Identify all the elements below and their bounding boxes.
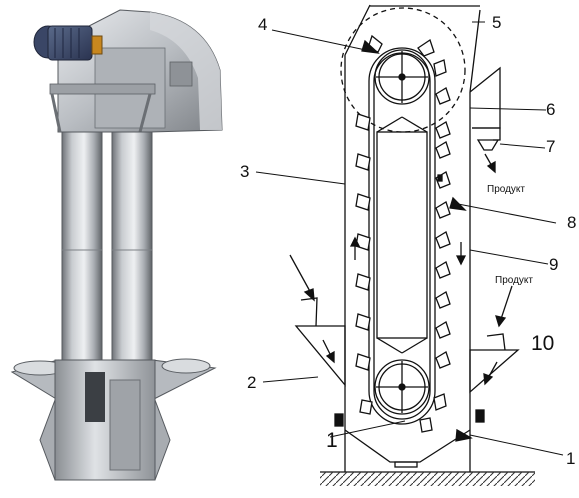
callout-2: 2: [247, 373, 256, 392]
callout-leaders: [255, 21, 564, 456]
belt-direction-arrows: [349, 236, 467, 266]
buckets-left: [355, 34, 383, 415]
down-leg-column: [111, 131, 153, 365]
callout-7: 7: [546, 137, 555, 156]
product-label-outlet: Продукт: [487, 184, 525, 195]
product-label-inlet: Продукт: [495, 275, 533, 286]
callout-9: 9: [549, 255, 558, 274]
callout-1-right: 1: [566, 449, 575, 468]
head-dashed-circle: [340, 7, 466, 133]
inlet-hopper-left: [294, 325, 346, 387]
buckets-right: [417, 38, 451, 433]
motor: [33, 25, 103, 61]
callout-6: 6: [546, 100, 555, 119]
boot-bottom: [344, 429, 471, 463]
callout-1-left: 1: [326, 429, 338, 452]
callout-5: 5: [492, 13, 501, 32]
inner-frame: [376, 131, 428, 339]
schematic-labels: 4 5 6 7 3 8 9 10 2 1 1 Продукт Продукт: [240, 13, 576, 468]
bucket-elevator-photo: [10, 9, 223, 481]
inlet-hopper-right: [469, 349, 520, 394]
casing: [344, 4, 481, 472]
boot-pulley: [374, 359, 430, 415]
callout-8: 8: [567, 213, 576, 232]
callout-3: 3: [240, 162, 249, 181]
up-leg-column: [61, 131, 103, 365]
belt: [368, 47, 436, 425]
boot-section: [10, 358, 217, 481]
head-pulley: [374, 49, 430, 105]
elevator-schematic: [255, 4, 564, 486]
callout-4: 4: [258, 15, 267, 34]
callout-10: 10: [531, 332, 554, 355]
discharge-spout: [472, 127, 501, 141]
